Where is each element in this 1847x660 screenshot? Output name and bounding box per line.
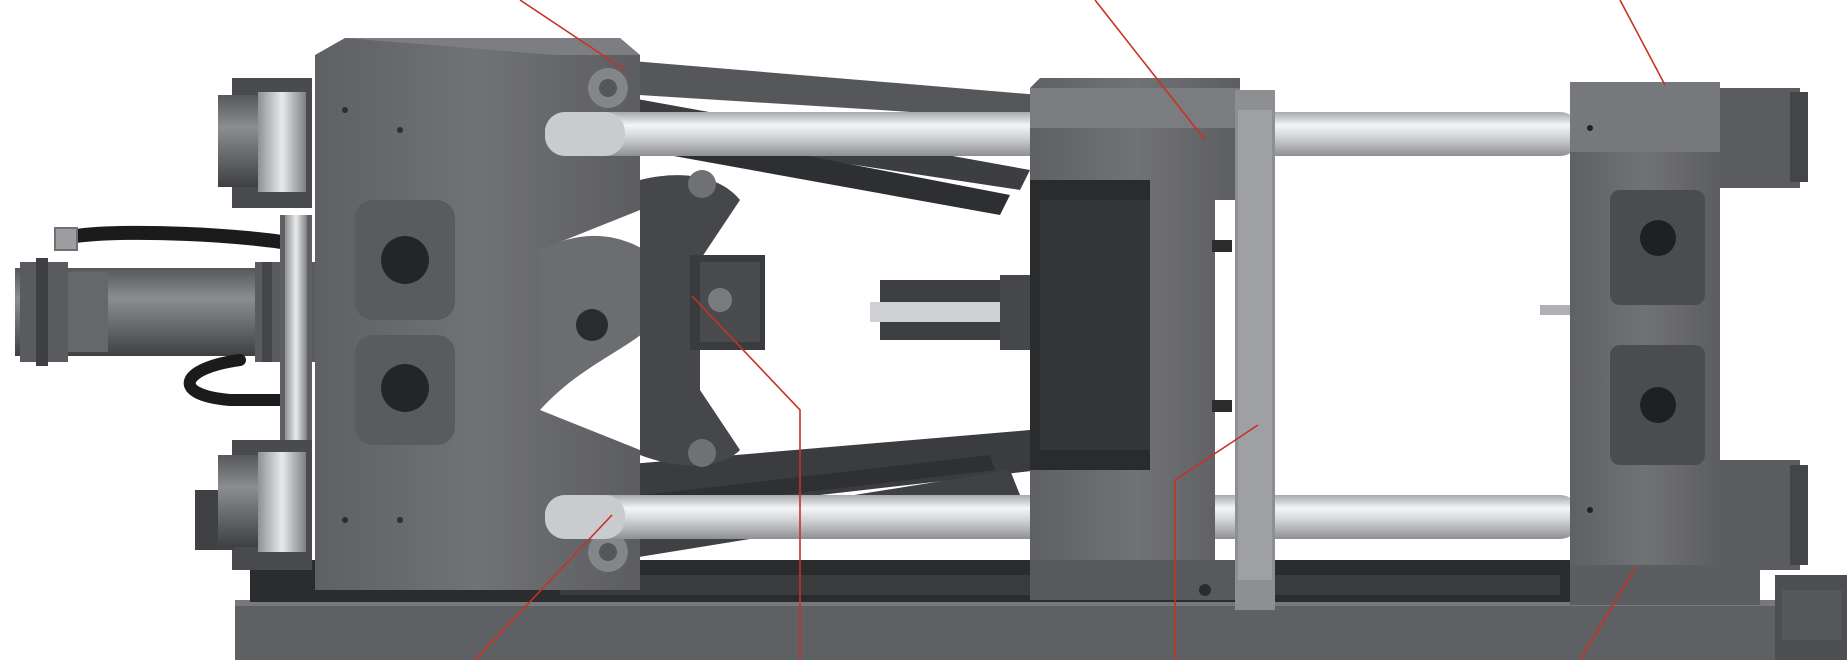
- machine-base-callout: [1579, 567, 1636, 660]
- fixed-platen-callout: [1619, 0, 1666, 86]
- rear-gear-ring: [280, 215, 312, 450]
- mold-area-callout: [1174, 424, 1259, 660]
- rear-tie-bar-nuts: [195, 78, 312, 570]
- callout-lines: [474, 0, 1666, 660]
- crosshead-callout: [691, 295, 801, 660]
- moving-platen: [1030, 78, 1270, 600]
- tie-bar-callout: [474, 514, 613, 660]
- hydraulic-hoses: [54, 225, 307, 406]
- crosshead: [640, 170, 765, 467]
- toggle-pins: [588, 68, 628, 572]
- moving-platen-callout: [1094, 0, 1206, 141]
- toggle-link-callout: [519, 0, 626, 71]
- fixed-platen: [1540, 82, 1808, 605]
- mold: [1212, 90, 1275, 610]
